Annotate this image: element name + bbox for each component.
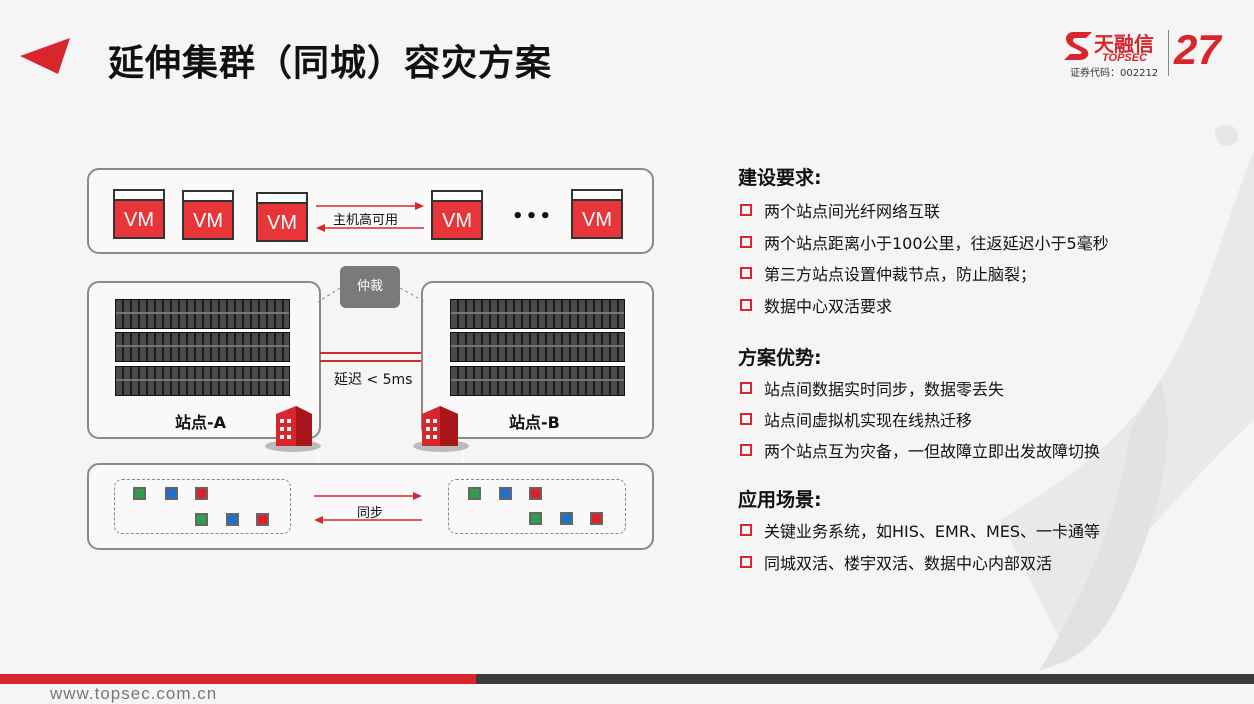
data-block-green (195, 513, 208, 526)
footer-dark-bar (476, 674, 1254, 684)
data-block-blue (560, 512, 573, 525)
building-icon (413, 406, 469, 452)
list-item: 站点间虚拟机实现在线热迁移 (740, 407, 972, 431)
server-rack (450, 366, 625, 396)
data-block-blue (499, 487, 512, 500)
checkbox-bullet-icon (740, 413, 752, 425)
section-title-scenarios: 应用场景: (738, 489, 822, 511)
vm-2: VM (182, 190, 234, 240)
checkbox-bullet-icon (740, 444, 752, 456)
vm-cluster-box (87, 168, 654, 254)
latency-label: 延迟 < 5ms (334, 372, 413, 388)
list-item: 数据中心双活要求 (740, 293, 892, 317)
list-item: 两个站点距离小于100公里，往返延迟小于5毫秒 (740, 230, 1109, 254)
list-item: 第三方站点设置仲裁节点，防止脑裂； (740, 261, 1036, 285)
stock-code: 证券代码：002212 (1070, 68, 1159, 79)
ellipsis: • • • (512, 206, 551, 227)
checkbox-bullet-icon (740, 204, 752, 216)
server-rack (450, 299, 625, 329)
footer-red-bar (0, 674, 476, 684)
server-rack (115, 332, 290, 362)
checkbox-bullet-icon (740, 299, 752, 311)
vm-4: VM (431, 190, 483, 240)
logo-brand: 天融信 (1094, 32, 1154, 56)
data-block-red (195, 487, 208, 500)
building-icon (265, 406, 321, 452)
data-block-green (468, 487, 481, 500)
data-block-green (529, 512, 542, 525)
section-title-advantages: 方案优势: (738, 347, 822, 369)
checkbox-bullet-icon (740, 524, 752, 536)
server-rack (450, 332, 625, 362)
ha-arrows (316, 202, 424, 232)
data-block-green (133, 487, 146, 500)
footer-url: www.topsec.com.cn (50, 684, 218, 703)
data-block-blue (226, 513, 239, 526)
red-arrow-icon (20, 38, 70, 74)
list-item: 两个站点互为灾备，一但故障立即出发故障切换 (740, 438, 1100, 462)
arbiter-node: 仲裁 (340, 266, 400, 308)
storage-sync-box (87, 463, 654, 550)
data-block-red (590, 512, 603, 525)
server-rack (115, 299, 290, 329)
site-a-label: 站点-A (175, 413, 227, 432)
vm-5: VM (571, 189, 623, 239)
logo-brand-en: TOPSEC (1102, 52, 1148, 64)
anniversary-number: 27 (1174, 26, 1221, 73)
company-logo: 天融信 TOPSEC 证券代码：002212 27 (1062, 26, 1242, 86)
list-item: 同城双活、楼宇双活、数据中心内部双活 (740, 550, 1052, 574)
sync-arrows (314, 492, 422, 524)
vm-3: VM (256, 192, 308, 242)
ha-label: 主机高可用 (333, 213, 399, 228)
checkbox-bullet-icon (740, 382, 752, 394)
topsec-s-icon (1064, 32, 1092, 60)
list-item: 两个站点间光纤网络互联 (740, 198, 940, 222)
vm-1: VM (113, 189, 165, 239)
list-item: 站点间数据实时同步，数据零丢失 (740, 376, 1004, 400)
checkbox-bullet-icon (740, 236, 752, 248)
data-block-red (256, 513, 269, 526)
page-title: 延伸集群（同城）容灾方案 (108, 43, 553, 84)
server-rack (115, 366, 290, 396)
site-b-label: 站点-B (509, 413, 560, 432)
section-title-requirements: 建设要求: (738, 167, 822, 189)
storage-pool-a (114, 479, 291, 534)
data-block-red (529, 487, 542, 500)
checkbox-bullet-icon (740, 556, 752, 568)
list-item: 关键业务系统，如HIS、EMR、MES、一卡通等 (740, 518, 1100, 542)
checkbox-bullet-icon (740, 267, 752, 279)
logo-divider (1168, 30, 1169, 76)
data-block-blue (165, 487, 178, 500)
sync-label: 同步 (357, 506, 384, 521)
storage-pool-b (448, 479, 626, 534)
